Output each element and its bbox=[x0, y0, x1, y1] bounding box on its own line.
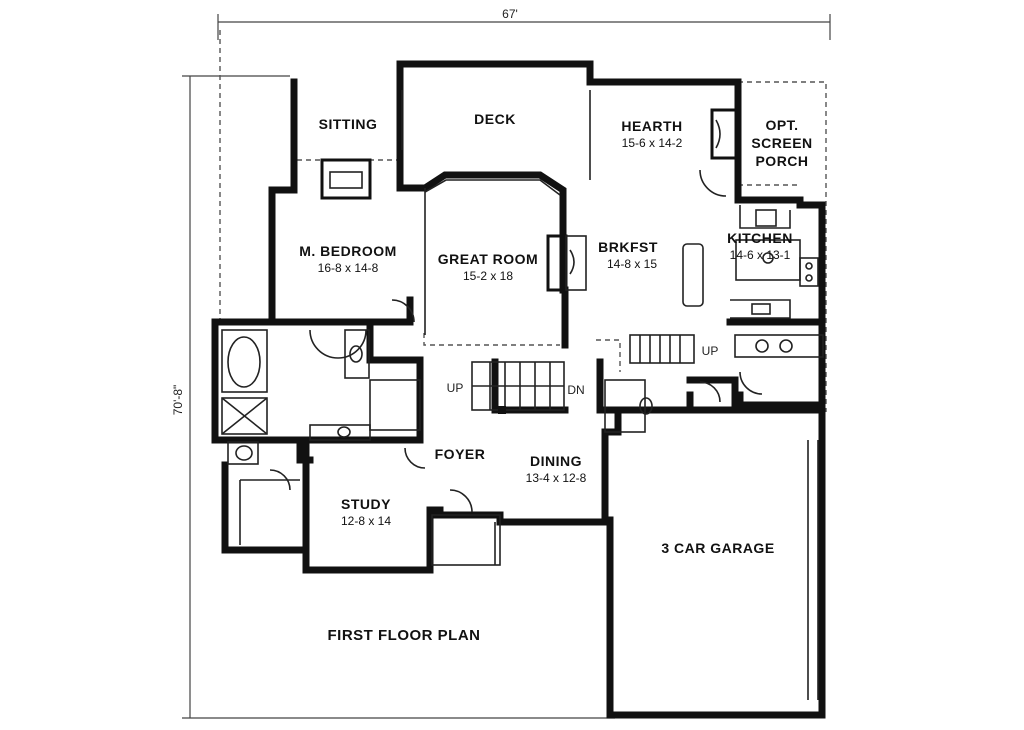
stair-down-main: DN bbox=[567, 383, 584, 397]
plan-title: FIRST FLOOR PLAN bbox=[328, 627, 481, 644]
screen-porch-label-1: OPT. bbox=[765, 117, 798, 133]
depth-label: 70'-8" bbox=[171, 385, 185, 416]
deck-label: DECK bbox=[474, 111, 516, 127]
kitchen-size: 14-6 x 13-1 bbox=[730, 248, 791, 262]
breakfast-label: BRKFST bbox=[598, 239, 658, 255]
master-bedroom-size: 16-8 x 14-8 bbox=[318, 261, 379, 275]
hearth-size: 15-6 x 14-2 bbox=[622, 136, 683, 150]
dimension-depth: 70'-8" bbox=[171, 75, 615, 719]
garage-label: 3 CAR GARAGE bbox=[661, 540, 774, 556]
great-room-label: GREAT ROOM bbox=[438, 251, 538, 267]
master-bedroom-label: M. BEDROOM bbox=[299, 243, 397, 259]
dining-size: 13-4 x 12-8 bbox=[526, 471, 587, 485]
great-room-size: 15-2 x 18 bbox=[463, 269, 513, 283]
kitchen-label: KITCHEN bbox=[727, 230, 793, 246]
sitting-label: SITTING bbox=[319, 116, 378, 132]
dimension-width: 67' bbox=[217, 7, 831, 40]
room-labels: SITTING DECK HEARTH 15-6 x 14-2 OPT. SCR… bbox=[299, 111, 812, 644]
interior-details bbox=[221, 90, 824, 700]
width-label: 67' bbox=[502, 7, 518, 21]
foyer-label: FOYER bbox=[435, 446, 486, 462]
screen-porch-label-3: PORCH bbox=[755, 153, 808, 169]
breakfast-size: 14-8 x 15 bbox=[607, 257, 657, 271]
dining-label: DINING bbox=[530, 453, 582, 469]
study-size: 12-8 x 14 bbox=[341, 514, 391, 528]
study-label: STUDY bbox=[341, 496, 391, 512]
stair-up-rear: UP bbox=[702, 344, 719, 358]
walls bbox=[211, 60, 826, 719]
hearth-label: HEARTH bbox=[621, 118, 682, 134]
stair-up-main: UP bbox=[447, 381, 464, 395]
screen-porch-label-2: SCREEN bbox=[751, 135, 812, 151]
